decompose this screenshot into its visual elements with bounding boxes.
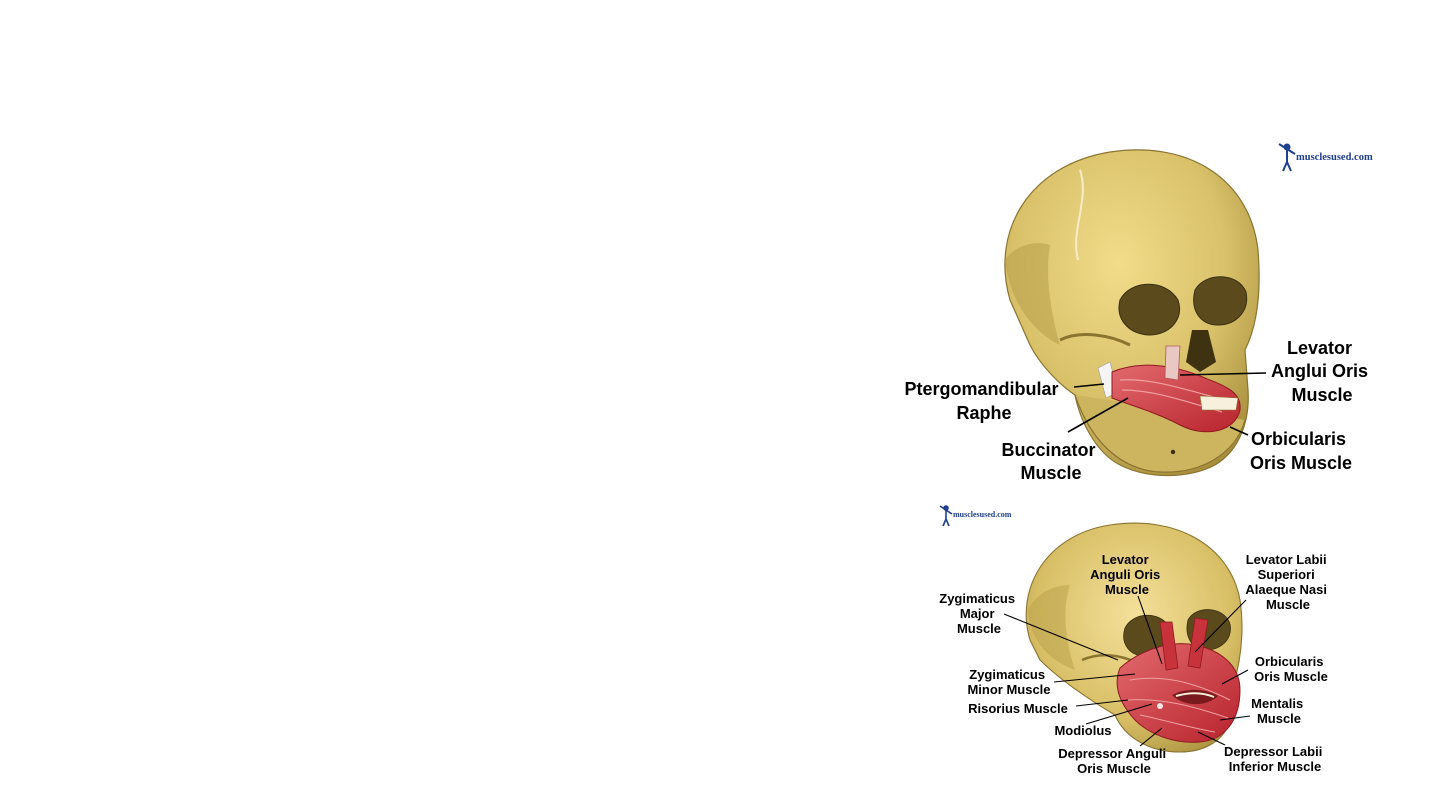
label-zygimaticus-minor: Zygimaticus Minor Muscle (967, 667, 1050, 697)
label-zygimaticus-major: Zygimaticus Major Muscle (939, 591, 1018, 636)
label-mentalis: Mentalis Muscle (1251, 696, 1307, 726)
label-ptergomandibular-raphe: Ptergomandibular Raphe (904, 379, 1063, 423)
watermark-bottom-text: musclesused.com (953, 510, 1012, 519)
person-logo-icon (940, 506, 952, 526)
label-levator-labii: Levator Labii Superiori Alaeque Nasi Mus… (1245, 552, 1330, 612)
label-modiolus: Modiolus (1054, 723, 1111, 738)
label-orbicularis-oris-bottom: Orbicularis Oris Muscle (1254, 654, 1328, 684)
watermark-top: musclesused.com (1279, 144, 1373, 171)
watermark-bottom: musclesused.com (940, 506, 1012, 526)
person-logo-icon (1279, 144, 1295, 171)
label-risorius: Risorius Muscle (968, 701, 1068, 716)
label-depressor-labii: Depressor Labii Inferior Muscle (1224, 744, 1326, 774)
skull-top (1005, 150, 1259, 476)
label-levator-anglui-oris: Levator Anglui Oris Muscle (1271, 338, 1373, 405)
label-buccinator-muscle: Buccinator Muscle (1001, 440, 1100, 483)
label-orbicularis-oris-top: Orbicularis Oris Muscle (1250, 429, 1352, 473)
watermark-top-text: musclesused.com (1296, 152, 1373, 163)
label-depressor-anguli: Depressor Anguli Oris Muscle (1058, 746, 1170, 776)
